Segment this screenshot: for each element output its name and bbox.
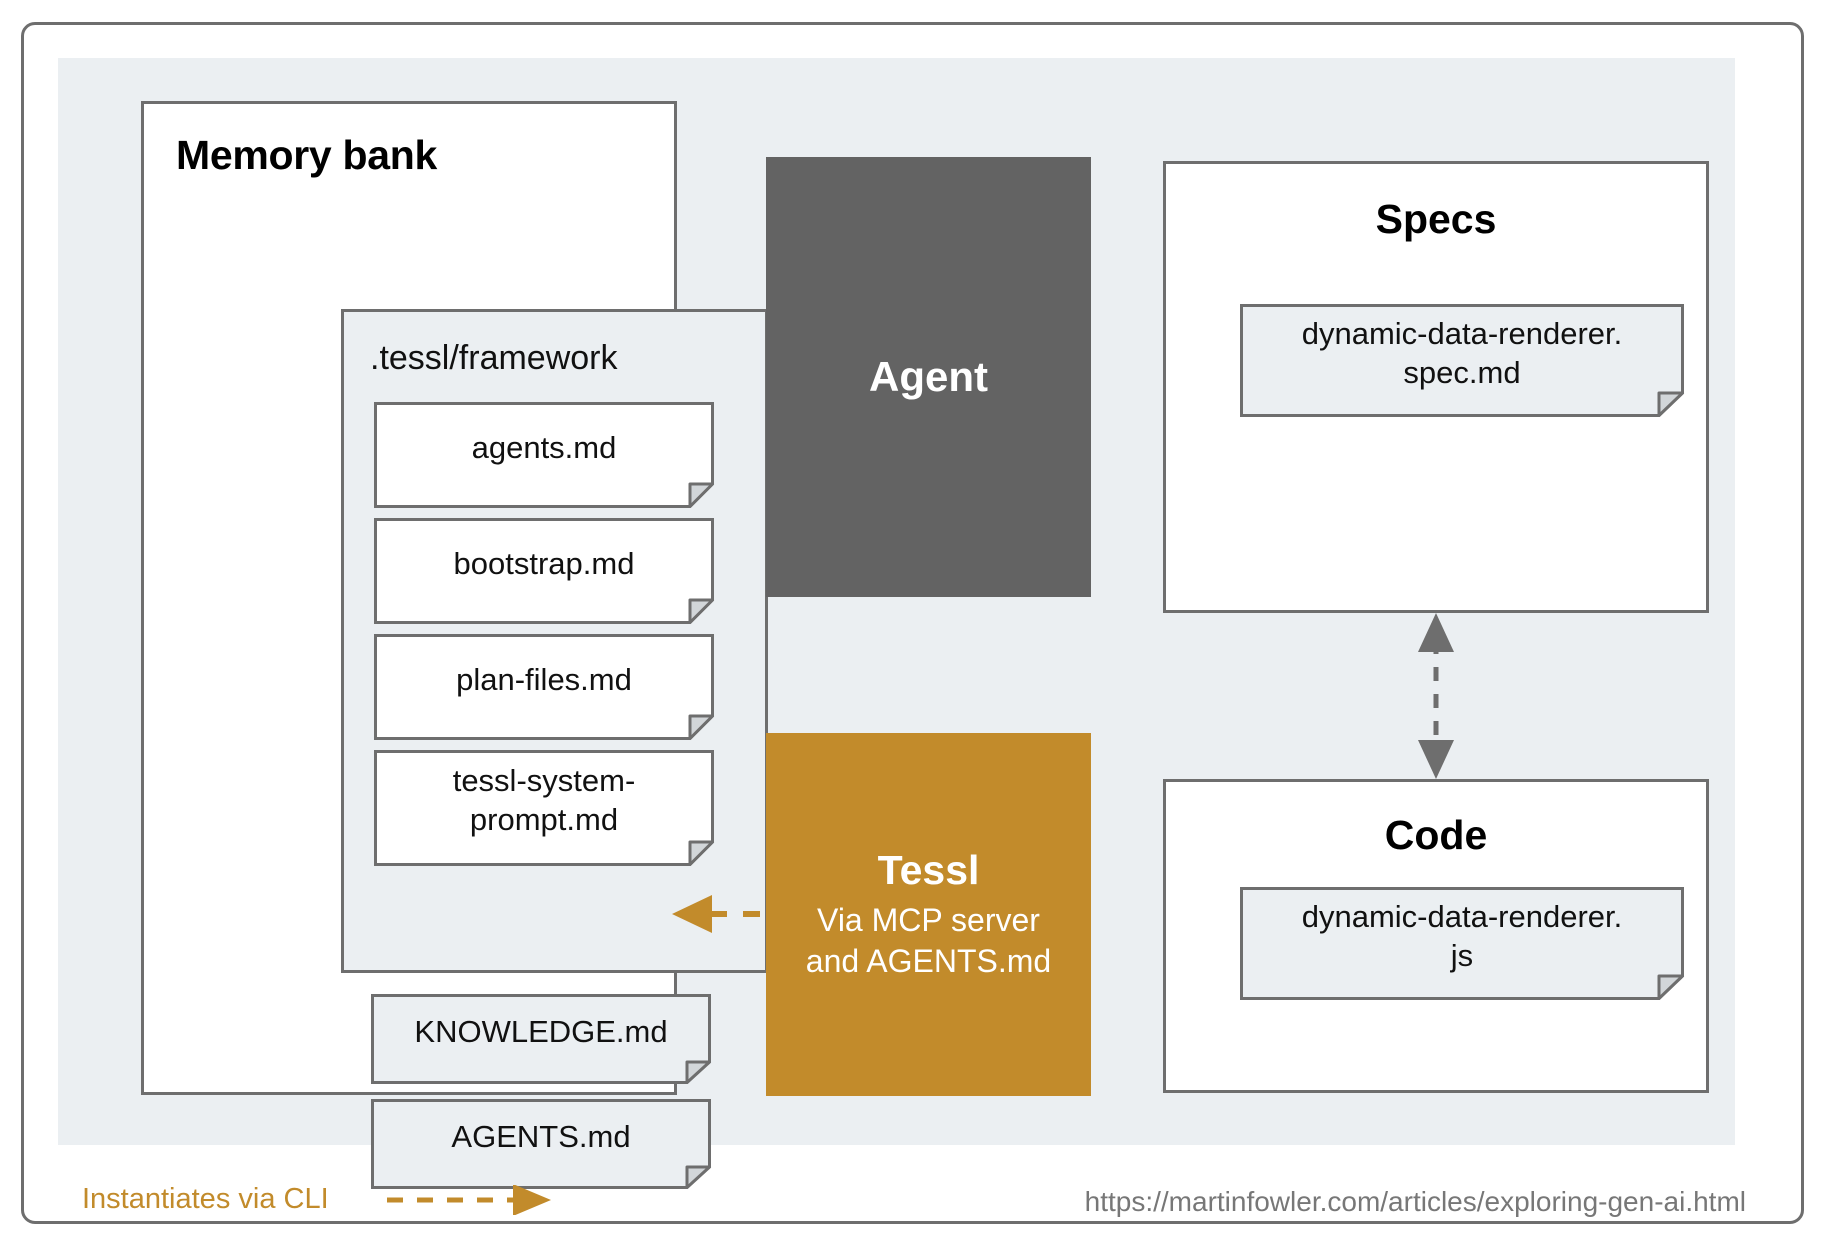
file-note-agents-md[interactable]: agents.md (374, 402, 714, 508)
tessl-framework-container: .tessl/framework agents.md bootstrap.md (341, 309, 768, 973)
specs-title: Specs (1375, 196, 1497, 242)
file-note-label: KNOWLEDGE.md (414, 1013, 668, 1049)
file-note-dynamic-data-renderer-spec-md[interactable]: dynamic-data-renderer. spec.md (1240, 304, 1684, 417)
tessl-framework-label: .tessl/framework (370, 339, 618, 377)
file-note-label: plan-files.md (456, 661, 632, 697)
file-note-dynamic-data-renderer-js[interactable]: dynamic-data-renderer. js (1240, 887, 1684, 1000)
file-note-label: dynamic-data-renderer. spec.md (1301, 315, 1623, 390)
tessl-block[interactable]: Tessl Via MCP server and AGENTS.md (766, 733, 1091, 1096)
file-note-knowledge-md[interactable]: KNOWLEDGE.md (371, 994, 711, 1084)
legend-dashed-arrow-icon (386, 1184, 551, 1215)
code-title: Code (1384, 812, 1488, 858)
file-note-label: agents.md (471, 429, 617, 465)
agent-block[interactable]: Agent (766, 157, 1091, 597)
legend: Instantiates via CLI (82, 1183, 555, 1216)
legend-label: Instantiates via CLI (82, 1183, 329, 1215)
tessl-subtitle: Via MCP server and AGENTS.md (805, 902, 1052, 980)
tessl-title: Tessl (877, 846, 980, 893)
file-note-tessl-system-prompt-md[interactable]: tessl-system- prompt.md (374, 750, 714, 866)
specs-container: Specs dynamic-data-renderer. spec.md (1163, 161, 1709, 613)
file-note-plan-files-md[interactable]: plan-files.md (374, 634, 714, 740)
file-note-label: bootstrap.md (453, 545, 635, 581)
memory-bank-title: Memory bank (176, 132, 437, 178)
file-note-label: tessl-system- prompt.md (452, 763, 636, 837)
file-note-bootstrap-md[interactable]: bootstrap.md (374, 518, 714, 624)
file-note-label: dynamic-data-renderer. js (1301, 898, 1623, 973)
file-note-agents-md-root[interactable]: AGENTS.md (371, 1099, 711, 1189)
code-container: Code dynamic-data-renderer. js (1163, 779, 1709, 1093)
file-note-label: AGENTS.md (451, 1118, 631, 1154)
memory-bank-container: Memory bank .tessl/framework agents.md b… (141, 101, 768, 1189)
source-url: https://martinfowler.com/articles/explor… (1084, 1186, 1746, 1217)
agent-label: Agent (869, 353, 988, 400)
